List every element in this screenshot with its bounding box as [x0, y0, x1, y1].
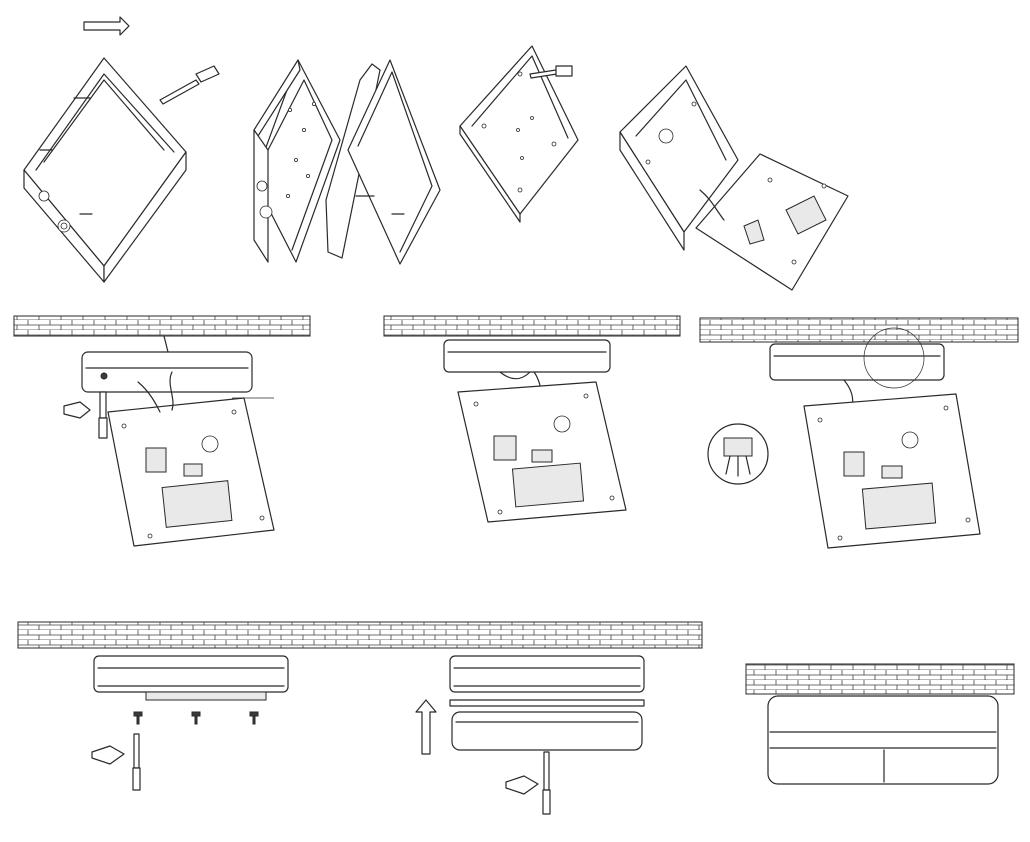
- step-5-mount-and-wire: [13, 315, 311, 547]
- installed-fixture: [767, 695, 999, 785]
- direction-arrow: [83, 16, 130, 36]
- ceiling: [383, 315, 681, 337]
- detail-callout: [707, 423, 769, 485]
- fixture-base: [443, 339, 611, 373]
- wires: [137, 371, 174, 413]
- diffuser: [347, 59, 441, 265]
- screwdriver: [159, 65, 220, 105]
- step-9-attach-diffuser: [415, 655, 645, 815]
- fixture-base: [449, 655, 645, 693]
- screwdriver: [542, 751, 551, 815]
- fixture-base: [769, 343, 945, 381]
- rotation-arrow: [63, 401, 91, 419]
- ceiling: [17, 621, 703, 649]
- rotation-arrow: [505, 775, 539, 795]
- ceiling: [13, 315, 311, 337]
- step-10-installed: [745, 663, 1015, 785]
- screwdriver: [132, 733, 141, 791]
- screws: [133, 711, 259, 725]
- gear-tray: [695, 153, 849, 291]
- diffuser: [451, 711, 643, 751]
- gear-tray: [457, 381, 627, 523]
- screwdriver: [98, 391, 108, 439]
- gear-tray: [107, 397, 275, 547]
- wires: [699, 189, 725, 221]
- fixture-base: [81, 351, 253, 393]
- fixture-base: [93, 655, 289, 693]
- step-4-open-gear-tray: [619, 65, 849, 291]
- step-2-remove-diffuser: [253, 59, 441, 265]
- step-7-detail-view: [699, 317, 1019, 549]
- cable: [163, 335, 169, 353]
- fixture-base: [619, 65, 739, 251]
- detail-circle: [863, 327, 925, 389]
- ceiling: [745, 663, 1015, 695]
- rotation-arrow: [91, 745, 125, 765]
- step-6-connect-wires: [383, 315, 681, 523]
- gear-tray-edge: [145, 691, 267, 701]
- step-3-diffuser-detail: [459, 45, 579, 223]
- gasket: [449, 699, 645, 707]
- step-8-fasten-tray: [91, 655, 289, 791]
- gear-tray: [803, 393, 981, 549]
- fixture-base: [253, 59, 341, 263]
- up-arrow: [415, 699, 437, 755]
- ceiling: [699, 317, 1019, 343]
- screwdriver: [529, 65, 573, 79]
- square-fixture: [23, 57, 187, 283]
- step-1-open-fixture: [23, 16, 220, 283]
